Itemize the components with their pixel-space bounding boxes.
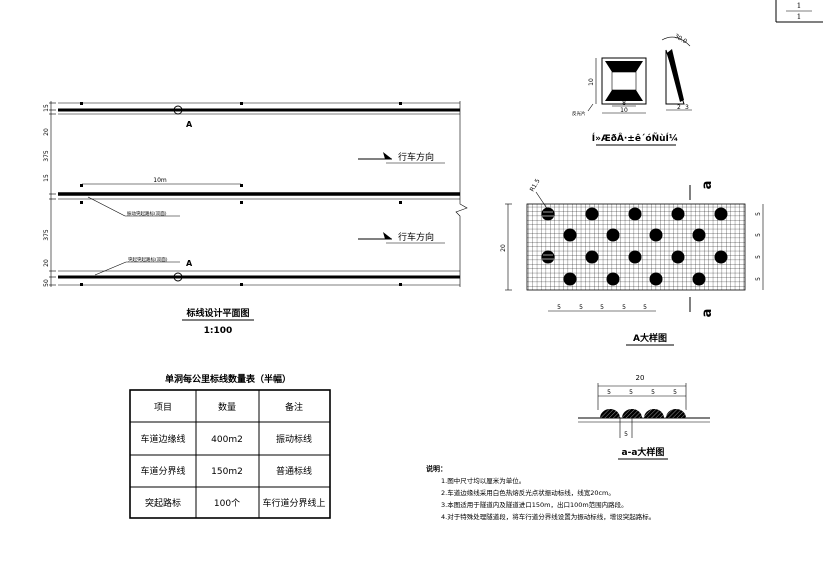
- table-cell: 100个: [214, 498, 240, 509]
- table-cell: 车道边缘线: [140, 433, 185, 445]
- dim-left-5: 375: [43, 229, 50, 241]
- marker-dim-w10: 10: [620, 107, 628, 114]
- section-mark-top: a: [700, 181, 715, 190]
- label-a-bottom: A: [186, 259, 193, 268]
- table-header-item: 项目: [154, 402, 172, 413]
- aa-sub-dim-2: 5: [629, 389, 633, 396]
- plan-title: 标线设计平面图: [185, 307, 249, 319]
- page-number: 1: [797, 2, 801, 10]
- marker-angle: 30.0: [673, 33, 688, 46]
- aa-sub-dim-3: 5: [651, 389, 655, 396]
- marker-detail-caption: Í»ÆðÂ·±ê´óÑùÍ¼: [592, 132, 678, 144]
- direction-text-upper: 行车方向: [398, 151, 434, 163]
- table-cell: 400m2: [211, 435, 243, 445]
- callout-vibration-marker: 振动突起路标(双面): [127, 210, 167, 217]
- table-header-remark: 备注: [285, 401, 303, 413]
- table-title: 单洞每公里标线数量表（半幅）: [165, 373, 291, 385]
- note-item: 1.图中尺寸均以厘米为单位。: [441, 476, 525, 485]
- table-cell: 车道分界线: [140, 465, 185, 477]
- notes: 说明： 1.图中尺寸均以厘米为单位。 2.车道边缘线采用白色热熔反光点状振动标线…: [426, 464, 655, 521]
- a-detail-height: 20: [500, 244, 507, 252]
- table-cell: 普通标线: [276, 465, 312, 477]
- dim-left-4: 15: [43, 174, 50, 182]
- aa-sub-dim-1: 5: [607, 389, 611, 396]
- a-detail-bdim-2: 5: [579, 304, 583, 311]
- a-detail-bdim-3: 5: [600, 304, 604, 311]
- a-detail: R1.5 20 5 5 5 5 5 5 5 5 5 a a A大样图: [500, 178, 764, 346]
- page-total: 1: [797, 13, 801, 21]
- direction-arrow-lower: 行车方向: [358, 231, 445, 244]
- table-cell: 突起路标: [145, 497, 181, 509]
- a-detail-rdim-3: 5: [755, 255, 762, 259]
- notes-title: 说明：: [426, 464, 447, 473]
- marker-dim-3: 3: [685, 104, 689, 111]
- dim-left-2: 20: [43, 128, 50, 136]
- a-detail-rdim-4: 5: [755, 277, 762, 281]
- a-detail-radius: R1.5: [529, 178, 542, 194]
- aa-sub-dim-4: 5: [673, 389, 677, 396]
- plan-scale: 1:100: [204, 326, 233, 336]
- raised-marker-detail: 10 8 10 反光片 30.0 2 3 Í»ÆðÂ·±ê´óÑùÍ¼: [572, 33, 692, 146]
- note-item: 4.对于特殊处理隧道段，将车行道分界线设置为振动标线，增设突起路标。: [441, 512, 655, 521]
- dim-left-1: 15: [43, 104, 50, 112]
- quantity-table: 单洞每公里标线数量表（半幅） 项目 数量 备注 车道边缘线 400m2 振动标线…: [129, 373, 331, 519]
- aa-detail-title: a-a大样图: [622, 446, 665, 458]
- a-detail-rdim-2: 5: [755, 233, 762, 237]
- marker-reflector-label: 反光片: [572, 110, 586, 117]
- marker-dim-2: 2: [677, 104, 681, 111]
- aa-top-dim: 20: [636, 374, 645, 382]
- table-cell: 150m2: [211, 467, 243, 477]
- page-number-box: 1 1: [775, 0, 823, 23]
- callout-raised-marker: 突起突起路标(双面): [128, 256, 168, 263]
- direction-arrow-upper: 行车方向: [358, 151, 445, 164]
- aa-detail: 20 5 5 5 5 5 a-a大样图: [578, 374, 710, 460]
- dot-pattern: [541, 207, 728, 286]
- dim-left-7: 50: [43, 279, 50, 287]
- dim-left-3: 375: [43, 150, 50, 162]
- table-cell: 振动标线: [276, 433, 312, 445]
- aa-bottom-dim: 5: [624, 431, 628, 438]
- table-header-quantity: 数量: [218, 401, 236, 413]
- a-detail-bdim-1: 5: [557, 304, 561, 311]
- note-item: 3.本图适用于隧道内及隧道进口150m，出口100m范围内路段。: [441, 500, 628, 509]
- a-detail-bdim-5: 5: [643, 304, 647, 311]
- label-a-top: A: [186, 120, 193, 129]
- note-item: 2.车道边缘线采用白色热熔反光点状振动标线，线宽20cm。: [441, 488, 615, 497]
- table-cell: 车行道分界线上: [262, 497, 325, 509]
- plan-view: A A 10m 15 20 375 15 375 20 50 行车方向: [43, 101, 468, 336]
- a-detail-title: A大样图: [633, 332, 667, 344]
- dim-10m: 10m: [153, 177, 167, 184]
- a-detail-rdim-1: 5: [755, 212, 762, 216]
- marker-dim-w8: 8: [622, 100, 626, 107]
- marker-dim-h10: 10: [588, 78, 595, 86]
- section-mark-bottom: a: [700, 309, 715, 318]
- a-detail-bdim-4: 5: [622, 304, 626, 311]
- direction-text-lower: 行车方向: [398, 231, 434, 243]
- dim-left-6: 20: [43, 259, 50, 267]
